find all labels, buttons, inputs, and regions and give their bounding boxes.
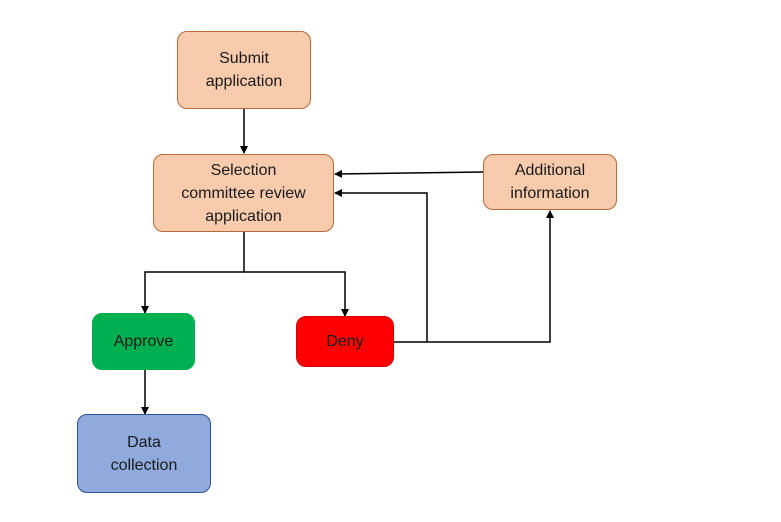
node-submit-application: Submit application <box>177 31 311 109</box>
arrow-additional-to-review <box>334 169 484 178</box>
node-deny: Deny <box>296 316 394 367</box>
node-data-collection: Data collection <box>77 414 211 493</box>
arrow-review-to-deny <box>244 271 349 317</box>
node-committee-review: Selection committee review application <box>153 154 334 232</box>
arrow-review-to-approve <box>141 232 245 314</box>
arrow-deny-to-additional <box>393 210 554 343</box>
node-approve: Approve <box>92 313 195 370</box>
arrow-deny-to-review <box>334 189 428 342</box>
node-additional-information: Additional information <box>483 154 617 210</box>
